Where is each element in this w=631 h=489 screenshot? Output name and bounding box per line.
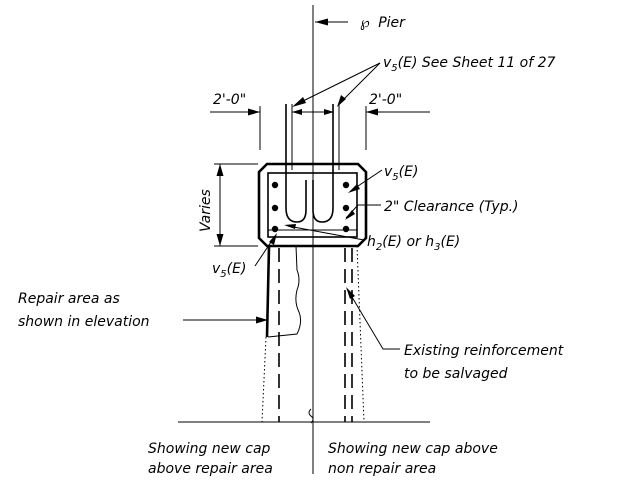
svg-text:h2(E) or h3(E): h2(E) or h3(E) (367, 234, 460, 253)
svg-text:℘ Pier: ℘ Pier (360, 15, 406, 31)
v5-arrowhead-right (337, 95, 346, 107)
column-left-face (265, 245, 271, 338)
v5-see-sheet-sub: 5 (391, 63, 397, 74)
existing-arrowhead (346, 287, 355, 299)
v5-left-var: v (212, 261, 221, 277)
cap-outline (257, 162, 368, 248)
varies-arrow-bottom (216, 234, 224, 246)
caption-left-line1: Showing new cap (148, 441, 271, 457)
varies-label: Varies (198, 189, 214, 232)
repair-boundary (267, 245, 302, 338)
v5-right-sub: 5 (392, 172, 398, 183)
rebar-dot (271, 204, 279, 212)
svg-text:v5(E): v5(E) (384, 164, 418, 183)
v5-bar-left (285, 104, 307, 223)
existing-label-line2: to be salvaged (404, 366, 508, 382)
h-mid-label: (E) or h (382, 234, 434, 250)
h-var-a: h (367, 234, 376, 250)
v5-right-arrowhead (348, 184, 360, 193)
v5-arrowhead-left (292, 97, 306, 107)
v5-see-sheet-label: (E) See Sheet 11 of 27 (398, 55, 556, 71)
h3-sub: 3 (434, 242, 440, 253)
v5-left-label: (E) (227, 261, 247, 277)
dim-arrow-right (366, 108, 378, 116)
dim-right-label: 2'-0" (369, 92, 402, 108)
caption-left-line2: above repair area (148, 461, 273, 477)
rebar-dot (271, 225, 279, 233)
caption-right-line2: non repair area (328, 461, 436, 477)
centerline-symbol: ℘ (360, 15, 370, 31)
svg-text:v5(E): v5(E) (212, 261, 246, 280)
rebar-dot (342, 181, 350, 189)
repair-label-line1: Repair area as (18, 291, 120, 307)
pier-centerline-label: Pier (378, 15, 406, 31)
varies-arrow-top (216, 164, 224, 176)
rebar-dot (342, 225, 350, 233)
caption-right-line1: Showing new cap above (328, 441, 498, 457)
v5-leader-right (338, 62, 381, 105)
svg-text:v5(E) See Sheet 11 of 27: v5(E) See Sheet 11 of 27 (383, 55, 555, 74)
v5-leader-left (296, 62, 381, 105)
centerline-arrowhead (315, 18, 328, 26)
h-arrowhead (284, 224, 296, 229)
v5-bar-right (312, 104, 334, 223)
v5-right-label: (E) (399, 164, 419, 180)
v5-left-arrowhead (269, 233, 277, 245)
column-outline-left (261, 336, 267, 423)
column-outline-right (356, 245, 365, 423)
cap-reinforcement-cage (267, 172, 358, 238)
dim-arrow-left (248, 108, 260, 116)
dim-arrow-center-r (324, 109, 334, 115)
v5-left-sub: 5 (220, 269, 226, 280)
dim-left-label: 2'-0" (213, 92, 246, 108)
repair-label-line2: shown in elevation (18, 314, 150, 330)
v5-right-var: v (384, 164, 393, 180)
repair-arrowhead (256, 316, 268, 324)
existing-leader (348, 291, 400, 350)
rebar-dot (271, 181, 279, 189)
h-leader (287, 225, 365, 241)
h2-sub: 2 (376, 242, 382, 253)
v5-see-sheet-var: v (383, 55, 392, 71)
existing-label-line1: Existing reinforcement (404, 343, 564, 359)
h-end-label: (E) (441, 234, 461, 250)
dim-arrow-center-l (292, 109, 302, 115)
ground-line-break (308, 408, 314, 424)
clearance-arrowhead (345, 210, 355, 220)
clearance-label: 2" Clearance (Typ.) (384, 199, 519, 215)
rebar-dot (342, 204, 350, 212)
